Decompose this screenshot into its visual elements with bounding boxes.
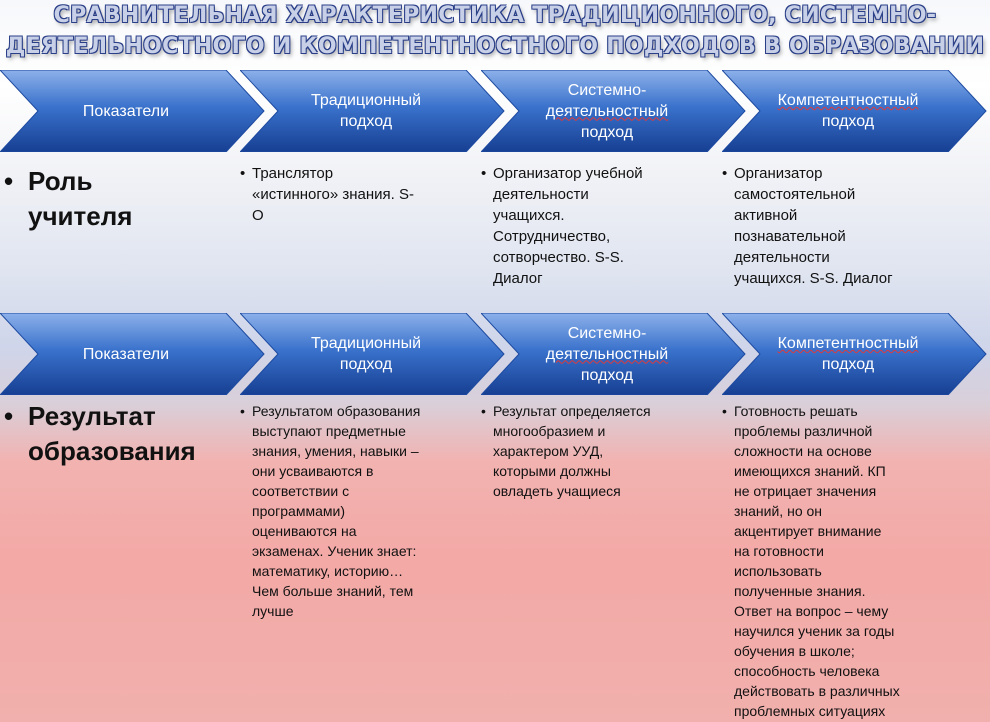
page-title-line-2: ДЕЯТЕЛЬНОСТНОГО И КОМПЕТЕНТНОСТНОГО ПОДХ…: [5, 34, 985, 59]
cell-systemic-result: • Результат определяется многообразием и…: [481, 401, 716, 501]
cell-traditional-role-text: Транслятор «истинного» знания. S- O: [252, 165, 414, 224]
cell-competence-role-text: Организатор самостоятельной активной поз…: [734, 165, 893, 287]
cell-competence-result: • Готовность решать проблемы различной с…: [722, 401, 962, 721]
header-systemic-line-3: подход: [580, 123, 634, 141]
header-competence-line-1: Компетентностный: [777, 335, 919, 352]
cell-systemic-role-text: Организатор учебной деятельности учащихс…: [493, 165, 643, 287]
header-systemic-line-2: деятельностный: [545, 345, 669, 363]
page-title-line-1: СРАВНИТЕЛЬНАЯ ХАРАКТЕРИСТИКА ТРАДИЦИОННО…: [53, 3, 937, 28]
cell-traditional-result: • Результатом образования выступают пред…: [240, 401, 475, 621]
cell-traditional-role: • Транслятор «истинного» знания. S- O: [240, 163, 460, 226]
cell-competence-result-text: Готовность решать проблемы различной сло…: [734, 403, 900, 719]
indicator-teacher-role: • Роль учителя: [4, 164, 224, 234]
header-indicators-label: Показатели: [82, 102, 170, 120]
header-systemic-2: Системно- деятельностный подход: [481, 313, 747, 395]
header-indicators-1: Показатели: [0, 70, 266, 152]
header-competence-line-1: Компетентностный: [777, 92, 919, 109]
header-systemic-line-3: подход: [580, 366, 634, 384]
indicator-education-result-text: Результат образования: [28, 401, 196, 466]
header-systemic-line-2: деятельностный: [545, 102, 669, 120]
indicator-education-result: • Результат образования: [4, 399, 234, 469]
header-indicators-label: Показатели: [82, 345, 170, 363]
cell-systemic-result-text: Результат определяется многообразием и х…: [493, 403, 651, 499]
header-traditional-label: Традиционный подход: [310, 92, 422, 130]
header-systemic-line-1: Системно-: [567, 324, 647, 342]
cell-systemic-role: • Организатор учебной деятельности учащи…: [481, 163, 711, 289]
cell-traditional-result-text: Результатом образования выступают предме…: [252, 403, 421, 619]
indicator-teacher-role-text: Роль учителя: [28, 166, 133, 231]
header-traditional-label: Традиционный подход: [310, 335, 422, 373]
header-indicators-2: Показатели: [0, 313, 266, 395]
header-traditional-2: Традиционный подход: [240, 313, 506, 395]
header-competence-2: Компетентностный подход: [722, 313, 988, 395]
header-systemic-1: Системно- деятельностный подход: [481, 70, 747, 152]
header-competence-line-2: подход: [821, 113, 875, 130]
header-competence-1: Компетентностный подход: [722, 70, 988, 152]
page-title: СРАВНИТЕЛЬНАЯ ХАРАКТЕРИСТИКА ТРАДИЦИОННО…: [0, 0, 990, 62]
cell-competence-role: • Организатор самостоятельной активной п…: [722, 163, 962, 289]
header-competence-line-2: подход: [821, 356, 875, 373]
header-systemic-line-1: Системно-: [567, 81, 647, 99]
header-traditional-1: Традиционный подход: [240, 70, 506, 152]
